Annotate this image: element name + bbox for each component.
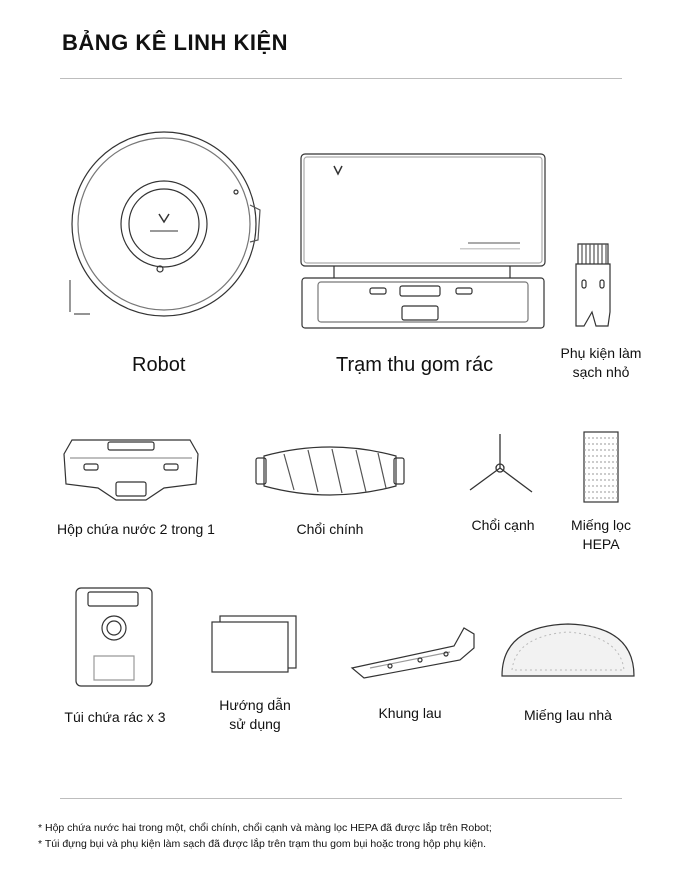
mop-pad-icon <box>498 620 638 684</box>
label-dock-station: Trạm thu gom rác <box>336 354 493 377</box>
dock-station-icon <box>298 152 550 332</box>
label-side-brush: Chổi cạnh <box>462 516 544 535</box>
bottom-divider <box>60 798 622 799</box>
label-hepa-filter: Miếng lọc HEPA <box>556 516 646 554</box>
top-divider <box>60 78 622 79</box>
footnote-2: * Túi đựng bụi và phụ kiện làm sạch đã đ… <box>38 836 492 852</box>
main-brush-icon <box>254 446 406 496</box>
cleaning-tool-icon <box>574 242 614 326</box>
label-dust-bag: Túi chứa rác x 3 <box>44 708 186 727</box>
mop-bracket-icon <box>350 620 480 682</box>
robot-vacuum-icon <box>60 130 270 320</box>
label-mop-pad: Miếng lau nhà <box>508 706 628 725</box>
label-mop-bracket: Khung lau <box>362 704 458 723</box>
label-robot: Robot <box>132 354 185 377</box>
footnote-1: * Hộp chứa nước hai trong một, chổi chín… <box>38 820 492 836</box>
side-brush-icon <box>466 432 536 498</box>
label-cleaning-tool: Phụ kiện làm sạch nhỏ <box>548 344 654 382</box>
manual-icon <box>210 614 300 674</box>
water-tank-icon <box>60 436 202 506</box>
label-water-tank: Hộp chứa nước 2 trong 1 <box>38 520 234 539</box>
label-main-brush: Chổi chính <box>288 520 372 539</box>
hepa-filter-icon <box>582 430 620 504</box>
page-title: BẢNG KÊ LINH KIỆN <box>62 30 288 56</box>
label-manual: Hướng dẫn sử dụng <box>200 696 310 734</box>
footnotes: * Hộp chứa nước hai trong một, chổi chín… <box>38 820 492 852</box>
dust-bag-icon <box>74 586 156 690</box>
